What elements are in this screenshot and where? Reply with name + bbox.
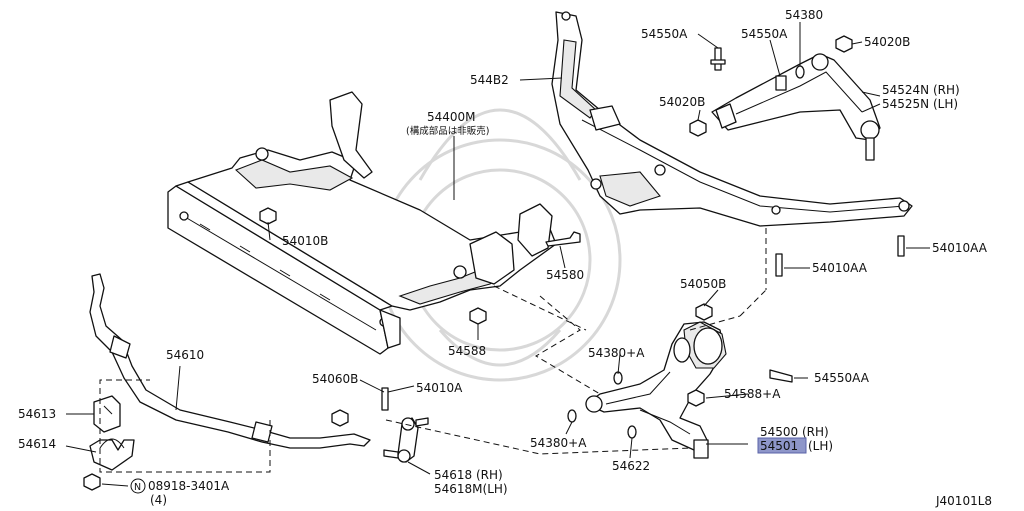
callout-54380A-bottom[interactable]: 54380+A xyxy=(530,436,587,450)
callout-54010A[interactable]: 54010A xyxy=(416,381,463,395)
callout-54614[interactable]: 54614 xyxy=(18,437,56,451)
callout-54588[interactable]: 54588 xyxy=(448,344,486,358)
stabilizer-clamp[interactable] xyxy=(89,438,135,471)
fasteners xyxy=(83,35,905,491)
reference-lines xyxy=(99,228,767,473)
callout-labels: 54550A 54550A 54380 54020B 544B2 54020B … xyxy=(18,8,992,508)
callout-08918-qty: (4) xyxy=(150,493,167,507)
stabilizer-bar[interactable] xyxy=(89,273,371,449)
callout-54610[interactable]: 54610 xyxy=(166,348,204,362)
callout-54400M[interactable]: 54400M xyxy=(427,110,476,124)
callout-54550AA[interactable]: 54550AA xyxy=(814,371,870,385)
callout-54618M[interactable]: 54618M(LH) xyxy=(434,482,508,496)
highlight-54501[interactable] xyxy=(757,437,807,454)
callout-54580[interactable]: 54580 xyxy=(546,268,584,282)
callout-54500[interactable]: 54500 (RH) xyxy=(760,425,829,439)
callout-54550A-mid[interactable]: 54550A xyxy=(741,27,788,41)
callout-54501-side: (LH) xyxy=(808,439,833,453)
leader-lines xyxy=(65,22,930,487)
stabilizer-link[interactable] xyxy=(383,417,429,463)
callout-54020B-mid[interactable]: 54020B xyxy=(659,95,705,109)
n-marker-circle xyxy=(130,478,146,494)
diagram-code: J40101L8 xyxy=(935,494,992,508)
callout-54380A-top[interactable]: 54380+A xyxy=(588,346,645,360)
upper-link-bracket[interactable] xyxy=(551,11,913,227)
n-marker: N xyxy=(134,482,141,493)
callout-54524N[interactable]: 54524N (RH) xyxy=(882,83,960,97)
callout-544B2[interactable]: 544B2 xyxy=(470,73,509,87)
suspension-member[interactable] xyxy=(167,91,557,355)
callout-54050B[interactable]: 54050B xyxy=(680,277,726,291)
stabilizer-bushing[interactable] xyxy=(93,395,121,433)
callout-08918-3401A[interactable]: 08918-3401A xyxy=(148,479,230,493)
upper-control-arm[interactable] xyxy=(711,53,881,161)
callout-54060B[interactable]: 54060B xyxy=(312,372,358,386)
callout-54010AA-right[interactable]: 54010AA xyxy=(932,241,988,255)
lower-control-arm[interactable] xyxy=(585,321,727,459)
callout-54400M-note: (構成部品は非販売) xyxy=(406,125,489,137)
callout-54010AA-mid[interactable]: 54010AA xyxy=(812,261,868,275)
callout-54613[interactable]: 54613 xyxy=(18,407,56,421)
callout-54550A-top[interactable]: 54550A xyxy=(641,27,688,41)
callout-54618[interactable]: 54618 (RH) xyxy=(434,468,503,482)
watermark-emblem xyxy=(378,108,622,382)
callout-54501[interactable]: 54501 xyxy=(760,439,798,453)
callout-54588A[interactable]: 54588+A xyxy=(724,387,781,401)
callout-54622[interactable]: 54622 xyxy=(612,459,650,473)
callout-54525N[interactable]: 54525N (LH) xyxy=(882,97,958,111)
callout-54020B-top[interactable]: 54020B xyxy=(864,35,910,49)
callout-54380[interactable]: 54380 xyxy=(785,8,823,22)
callout-54010B[interactable]: 54010B xyxy=(282,234,328,248)
